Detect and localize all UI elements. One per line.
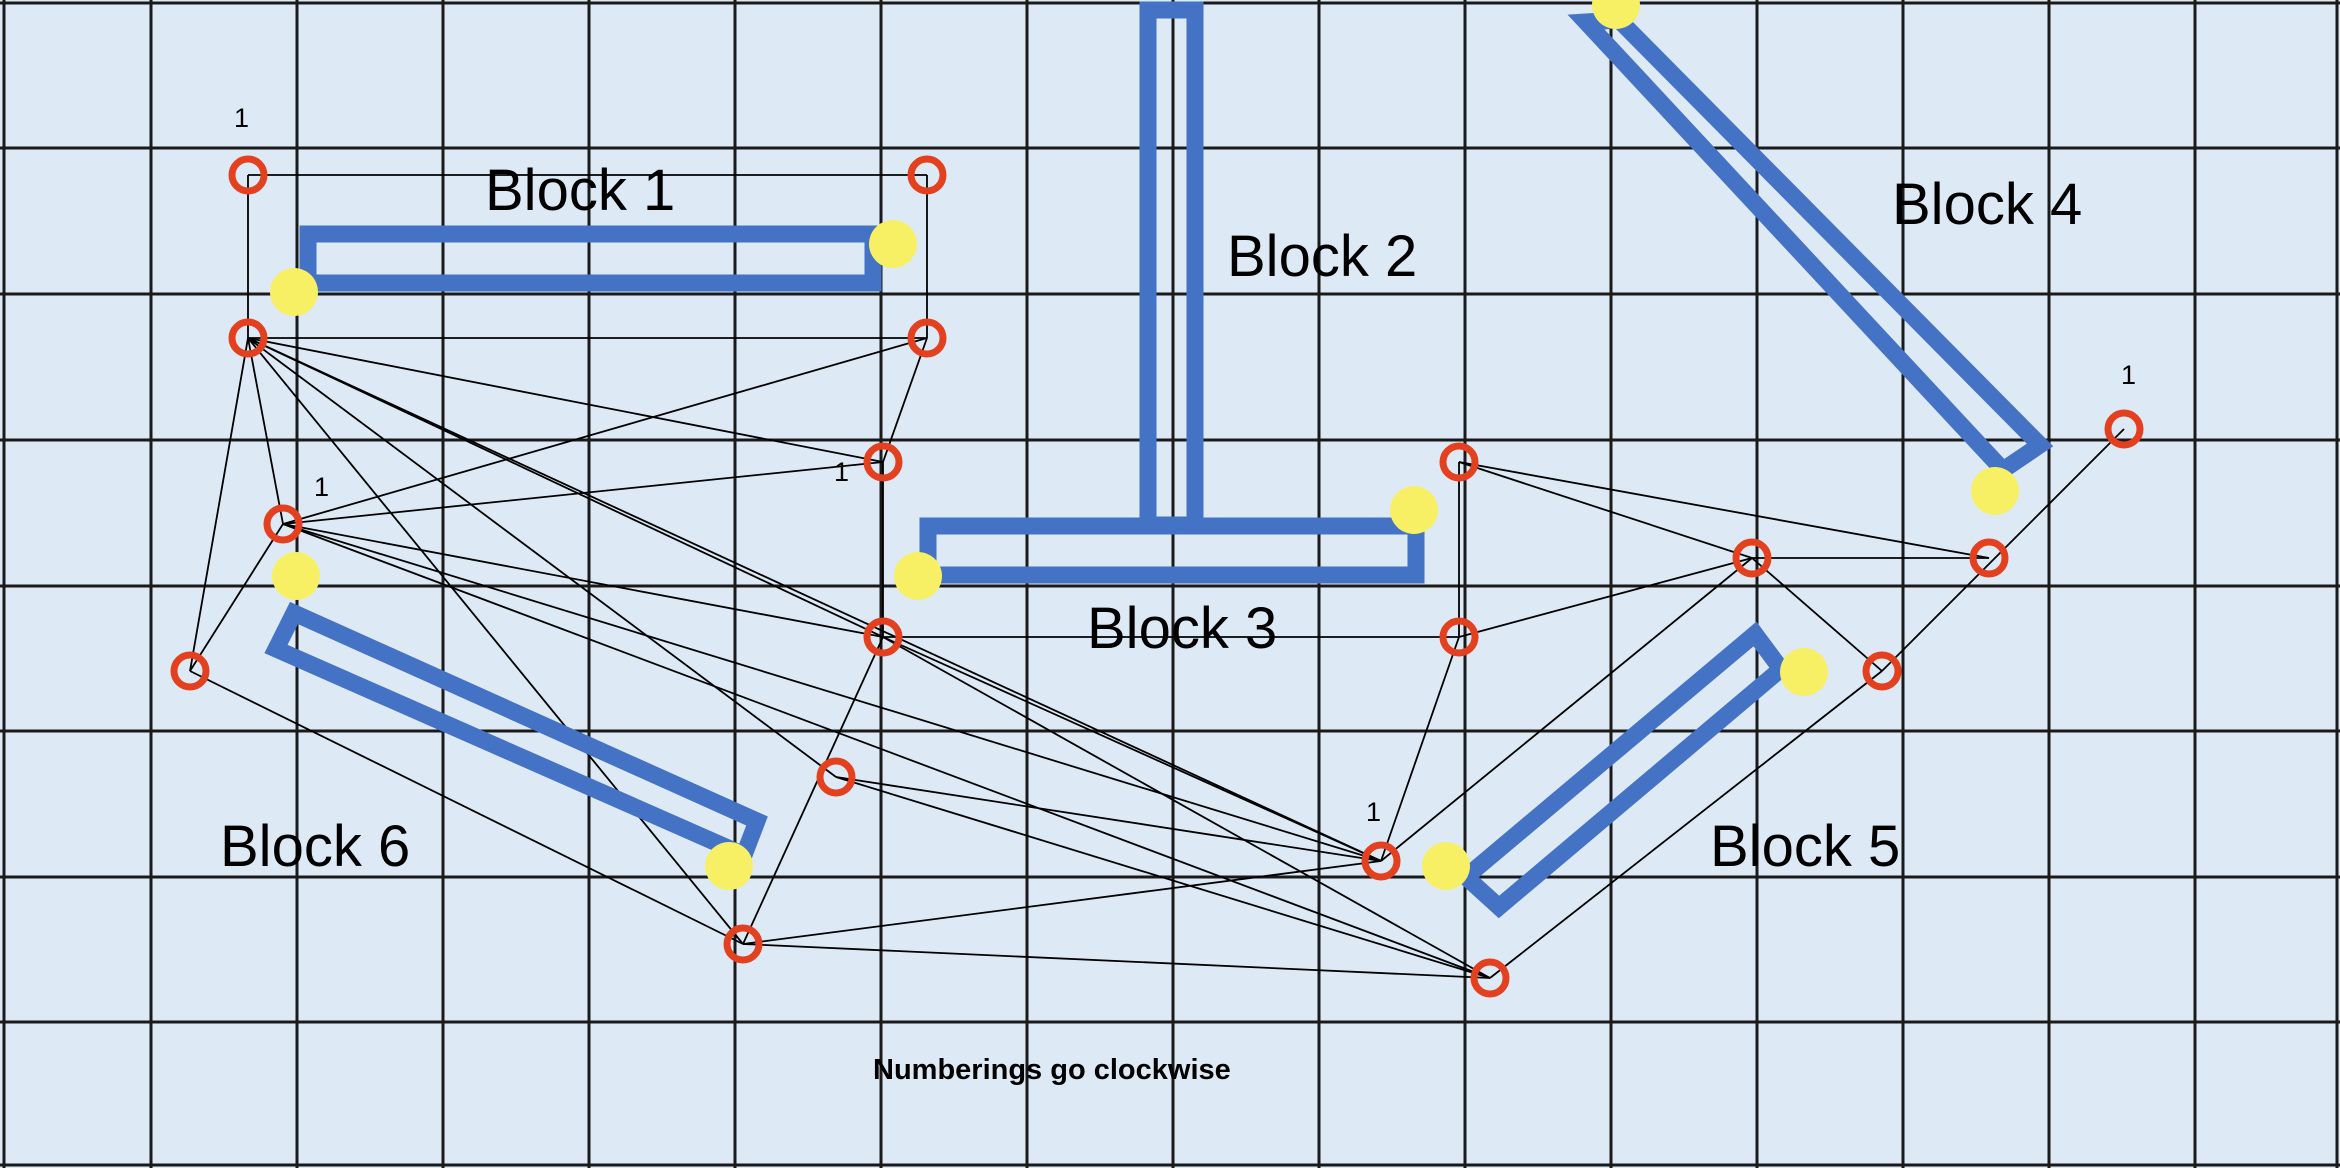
node-circle <box>1439 442 1479 482</box>
connection-line <box>742 860 1382 945</box>
block-1-shape <box>299 225 882 292</box>
connection-line <box>1489 670 1883 979</box>
connection-line <box>247 337 884 463</box>
block-label-5: Block 5 <box>1710 814 1900 879</box>
connection-line <box>1380 557 1753 862</box>
connection-line <box>282 461 884 525</box>
yellow-marker <box>1390 486 1438 534</box>
node-circle <box>1732 538 1772 578</box>
node-circle <box>1439 617 1479 657</box>
node-circle <box>1470 958 1510 998</box>
numbering-label: 1 <box>834 457 849 487</box>
connection-line <box>835 776 1491 979</box>
yellow-marker <box>705 842 753 890</box>
connection-line <box>189 670 744 945</box>
node-circle <box>863 442 903 482</box>
connection-line <box>247 337 744 945</box>
connection-line <box>247 337 1382 862</box>
numbering-label: 1 <box>2121 360 2136 390</box>
node-circle <box>1862 651 1902 691</box>
connection-lines <box>189 174 2125 979</box>
node-circle <box>723 924 763 964</box>
connection-line <box>1751 557 1883 672</box>
connection-line <box>247 337 837 778</box>
node-circle <box>863 617 903 657</box>
node-circle <box>1361 841 1401 881</box>
node-circle <box>907 155 947 195</box>
labels: Block 1 Block 2 Block 3 Block 4 Block 5 … <box>220 103 2136 1086</box>
node-circle <box>228 155 268 195</box>
numbering-label: 1 <box>314 472 329 502</box>
block-label-6: Block 6 <box>220 814 410 879</box>
connection-line <box>882 337 928 463</box>
block-label-3: Block 3 <box>1087 596 1277 661</box>
block-label-2: Block 2 <box>1227 224 1417 289</box>
yellow-marker <box>894 552 942 600</box>
block-label-1: Block 1 <box>485 158 675 223</box>
block-label-4: Block 4 <box>1892 172 2082 237</box>
connection-line <box>282 523 1382 862</box>
connection-line <box>282 337 928 525</box>
connection-line <box>1458 461 1753 559</box>
yellow-markers <box>270 0 2019 890</box>
node-circle <box>907 318 947 358</box>
connection-line <box>1458 461 1990 559</box>
connection-line <box>882 636 1382 862</box>
node-circle <box>1969 538 2009 578</box>
connection-line <box>1458 557 1753 638</box>
yellow-marker <box>270 268 318 316</box>
node-circle <box>263 504 303 544</box>
node-circle <box>816 757 856 797</box>
connection-line <box>247 337 284 525</box>
node-circles <box>170 155 2144 998</box>
connection-line <box>742 943 1491 979</box>
connection-line <box>282 523 1491 979</box>
yellow-marker <box>272 552 320 600</box>
connection-line <box>882 636 1491 979</box>
node-circle <box>228 318 268 358</box>
node-circle <box>2104 409 2144 449</box>
connection-line <box>742 636 884 945</box>
connection-line <box>189 337 249 672</box>
yellow-marker <box>1971 467 2019 515</box>
numbering-note: Numberings go clockwise <box>873 1054 1231 1086</box>
node-circle <box>170 651 210 691</box>
connection-line <box>1380 636 1460 862</box>
numbering-label: 1 <box>1366 797 1381 827</box>
yellow-marker <box>1780 648 1828 696</box>
connection-line <box>835 776 1382 862</box>
connection-line <box>282 523 884 638</box>
yellow-marker <box>1592 0 1640 29</box>
connection-line <box>189 523 284 672</box>
yellow-marker <box>869 220 917 268</box>
yellow-marker <box>1422 842 1470 890</box>
numbering-label: 1 <box>234 103 249 133</box>
